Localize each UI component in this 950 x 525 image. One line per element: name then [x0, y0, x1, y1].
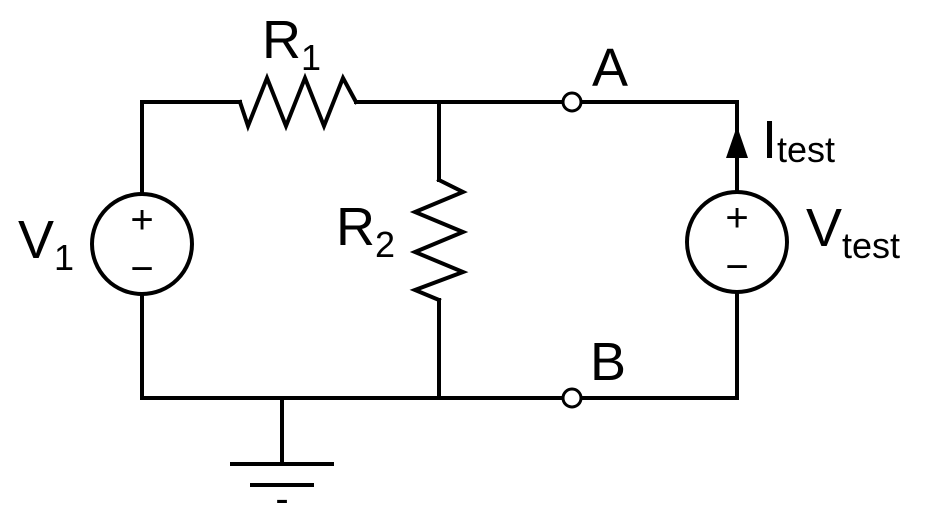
wire-top-right — [580, 100, 739, 192]
terminal-b-label: B — [590, 332, 626, 392]
terminal-a: A — [561, 38, 628, 113]
voltage-source-v1-circle — [90, 192, 194, 296]
voltage-source-vtest-circle — [685, 190, 789, 294]
voltage-source-vtest-plus: + — [725, 196, 748, 240]
ground-symbol: - — [230, 462, 334, 521]
current-arrow-icon — [726, 126, 748, 158]
current-itest: Itest — [726, 110, 835, 170]
terminal-a-node — [561, 91, 583, 113]
voltage-source-v1-label: V1 — [18, 210, 74, 278]
resistor-r1-label: R1 — [262, 10, 321, 78]
voltage-source-v1-minus: − — [130, 247, 153, 291]
terminal-b: B — [561, 332, 626, 409]
resistor-r2-zigzag — [409, 177, 469, 303]
voltage-source-v1-plus: + — [130, 198, 153, 242]
resistor-r2: R2 — [336, 177, 469, 303]
voltage-source-vtest-label: Vtest — [806, 198, 900, 266]
resistor-r1: R1 — [237, 10, 359, 132]
resistor-r1-zigzag — [237, 72, 359, 132]
voltage-source-vtest: + − Vtest — [685, 190, 900, 294]
terminal-b-node — [561, 387, 583, 409]
current-itest-label: Itest — [762, 110, 835, 170]
voltage-source-v1: + − V1 — [18, 192, 194, 296]
ground-label: - — [275, 477, 288, 521]
wire-left-bottom — [140, 292, 564, 400]
wire-bottom-right — [580, 292, 739, 400]
resistor-r2-label: R2 — [336, 197, 395, 265]
wire-left-top — [140, 100, 242, 196]
terminal-a-label: A — [592, 38, 628, 98]
wires — [140, 100, 739, 466]
voltage-source-vtest-minus: − — [725, 245, 748, 289]
